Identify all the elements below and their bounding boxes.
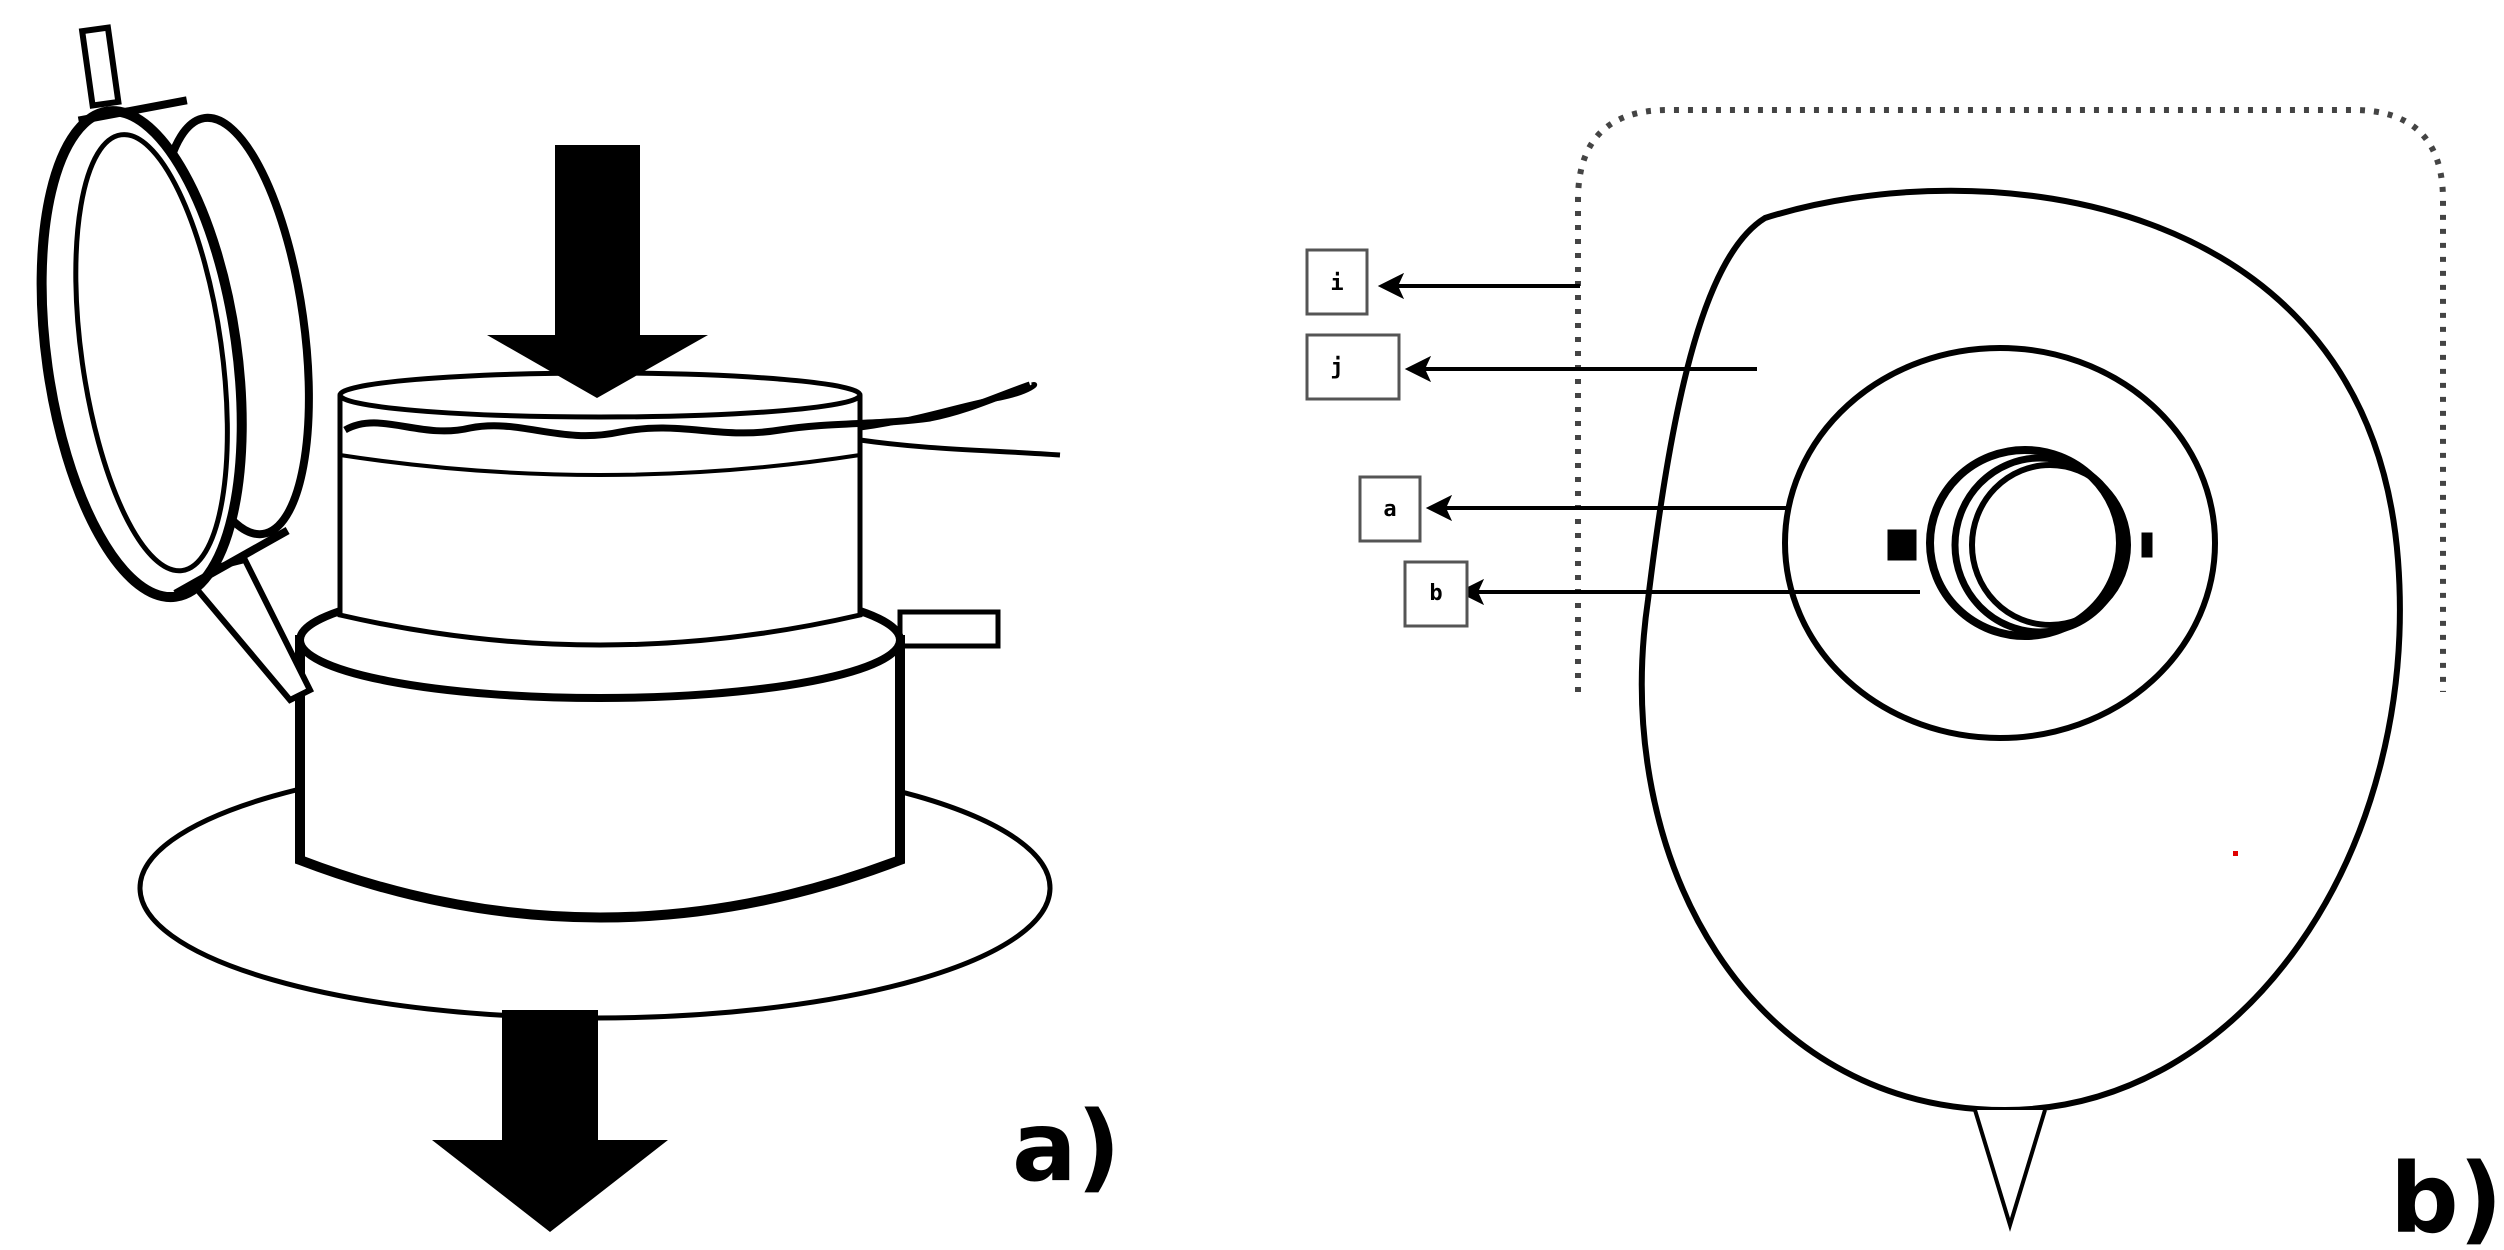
callout-arrow-a (1425, 494, 1787, 522)
core-tab-left (1887, 529, 1917, 561)
callout-box-i: i (1305, 248, 1369, 316)
callout-arrows (1377, 272, 1920, 606)
gauge-housing-top (77, 96, 188, 125)
wire-lead-upper (859, 381, 1038, 431)
upper-sample-band (339, 453, 861, 477)
dial-gauge (36, 24, 313, 603)
panel-a-apparatus (36, 24, 1061, 1232)
marker-dot (2233, 851, 2238, 856)
outer-egg-body (1638, 187, 2403, 1114)
panel-label-a: a) (1012, 1091, 1121, 1203)
upper-sample-cylinder (337, 395, 863, 648)
gauge-housing-bottom (173, 526, 290, 598)
core-ring-outer (1926, 446, 2124, 640)
callout-box-a: a (1358, 475, 1422, 543)
panel-label-b: b) (2390, 1143, 2503, 1250)
callout-arrow-j (1404, 355, 1757, 383)
sample-wire (343, 381, 1032, 440)
inner-ellipse (1782, 345, 2218, 741)
core-rings (1887, 446, 2153, 640)
panel-b-cross-section (1575, 107, 2446, 1232)
downward-arrow-bottom (432, 1010, 668, 1232)
callout-letter-a: a (1383, 497, 1396, 522)
side-pin (897, 609, 1001, 649)
callout-arrow-b (1457, 578, 1920, 606)
callout-box-b: b (1403, 560, 1469, 628)
callout-arrow-i (1377, 272, 1580, 300)
callout-box-j: j (1305, 333, 1401, 401)
callout-letter-b: b (1429, 581, 1442, 606)
callout-labels: i j a b (1305, 248, 1469, 628)
core-tab-right (2141, 532, 2153, 558)
gauge-inner-ring (73, 132, 230, 574)
dashed-outline (1575, 107, 2446, 692)
gauge-stem (78, 24, 122, 109)
downward-arrow-top (487, 145, 708, 398)
wire-lead-lower (859, 437, 1061, 458)
bottom-spike (1973, 1109, 2047, 1232)
lower-cylinder-body (295, 635, 905, 923)
callout-letter-i: i (1330, 271, 1343, 296)
core-ring-inner (1969, 462, 2131, 628)
callout-letter-j: j (1330, 355, 1343, 380)
